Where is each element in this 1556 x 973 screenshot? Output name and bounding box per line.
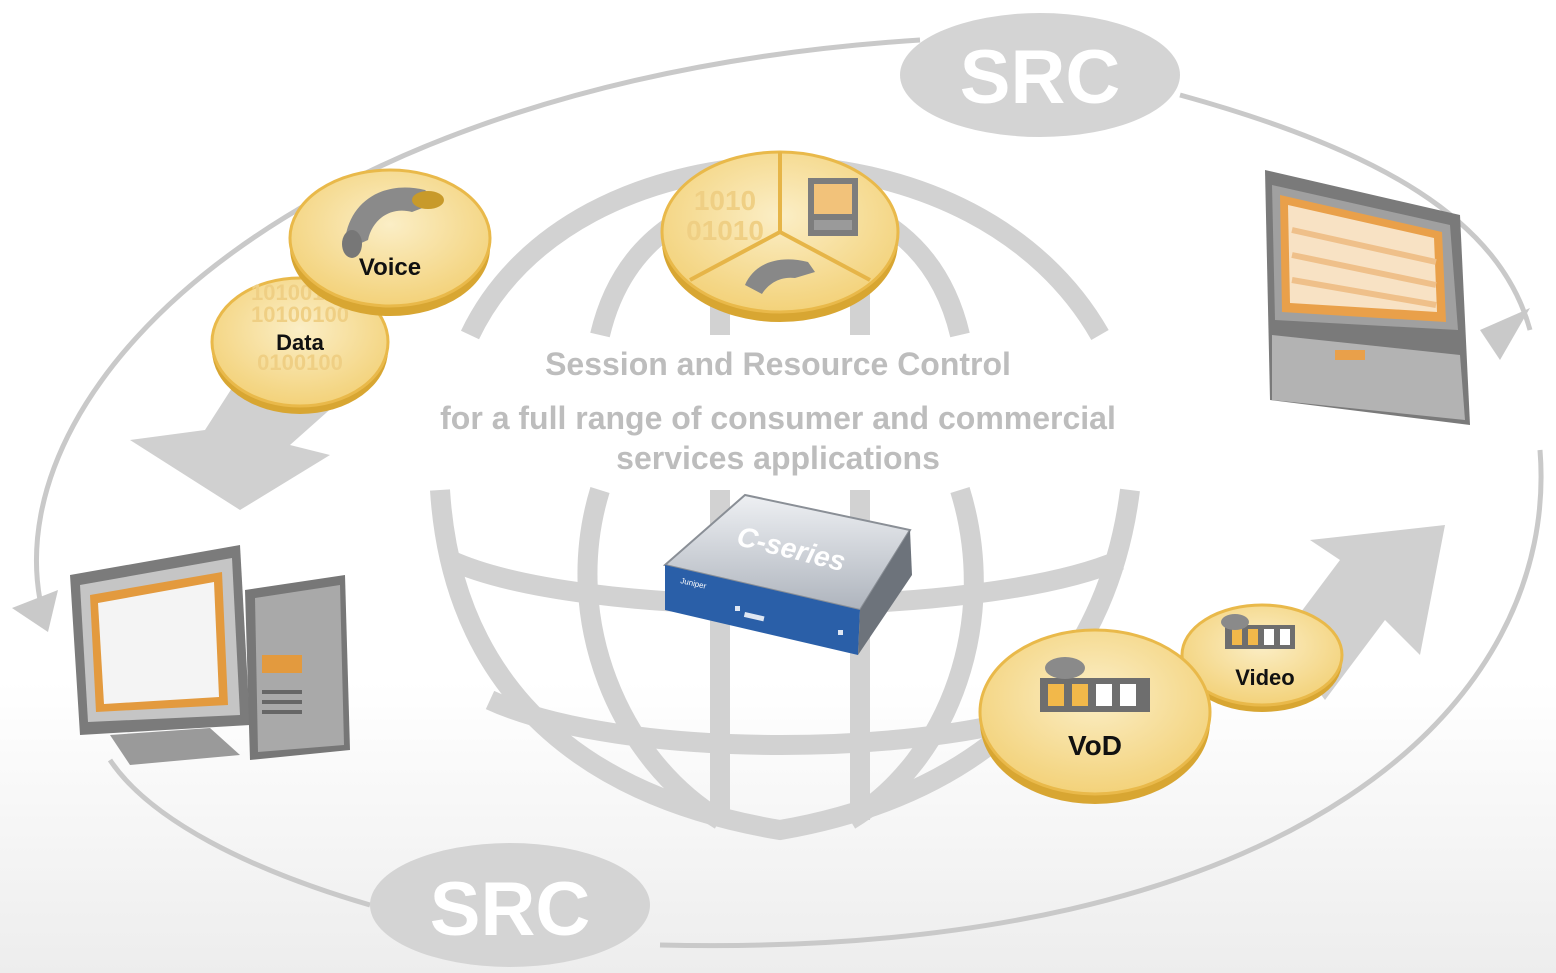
c-series-device: C-series Juniper [662,493,912,655]
combined-services-coin: 1010 01010 [660,150,900,322]
caption-backdrop [420,340,1240,485]
svg-text:01010: 01010 [686,215,764,246]
caption-title: Session and Resource Control [545,346,1011,382]
telephone-handset-icon [342,187,444,258]
video-coin-label: Video [1235,665,1295,690]
src-label-bottom: SRC [370,843,650,967]
svg-text:SRC: SRC [960,35,1120,120]
television-icon [1265,170,1470,425]
caption-subtitle-line1: for a full range of consumer and commerc… [440,400,1116,436]
caption-subtitle-line2: services applications [616,440,940,476]
tv-mini-icon [808,178,858,236]
svg-text:10100100: 10100100 [251,302,349,327]
film-reel-large-icon [1040,657,1150,712]
film-reel-icon [1221,614,1295,649]
data-coin: 10100100 10100100 0100100 Data [210,276,390,414]
telephone-mini-icon [745,259,815,294]
voice-coin-label: Voice [359,254,421,281]
orbit-arrow-right-icon [1480,308,1530,360]
video-coin: Video [1180,603,1344,712]
voice-coin: Voice [288,168,492,316]
src-label-top: SRC [900,13,1180,137]
svg-text:0100100: 0100100 [257,350,343,375]
vod-coin-label: VoD [1068,730,1122,761]
svg-text:SRC: SRC [430,867,590,952]
data-coin-label: Data [276,330,324,355]
orbit-ring [33,37,1544,949]
orbit-arrow-left-icon [12,590,58,632]
vod-coin: VoD [978,628,1212,804]
desktop-computer-icon [70,545,350,765]
svg-text:1010: 1010 [694,185,756,216]
